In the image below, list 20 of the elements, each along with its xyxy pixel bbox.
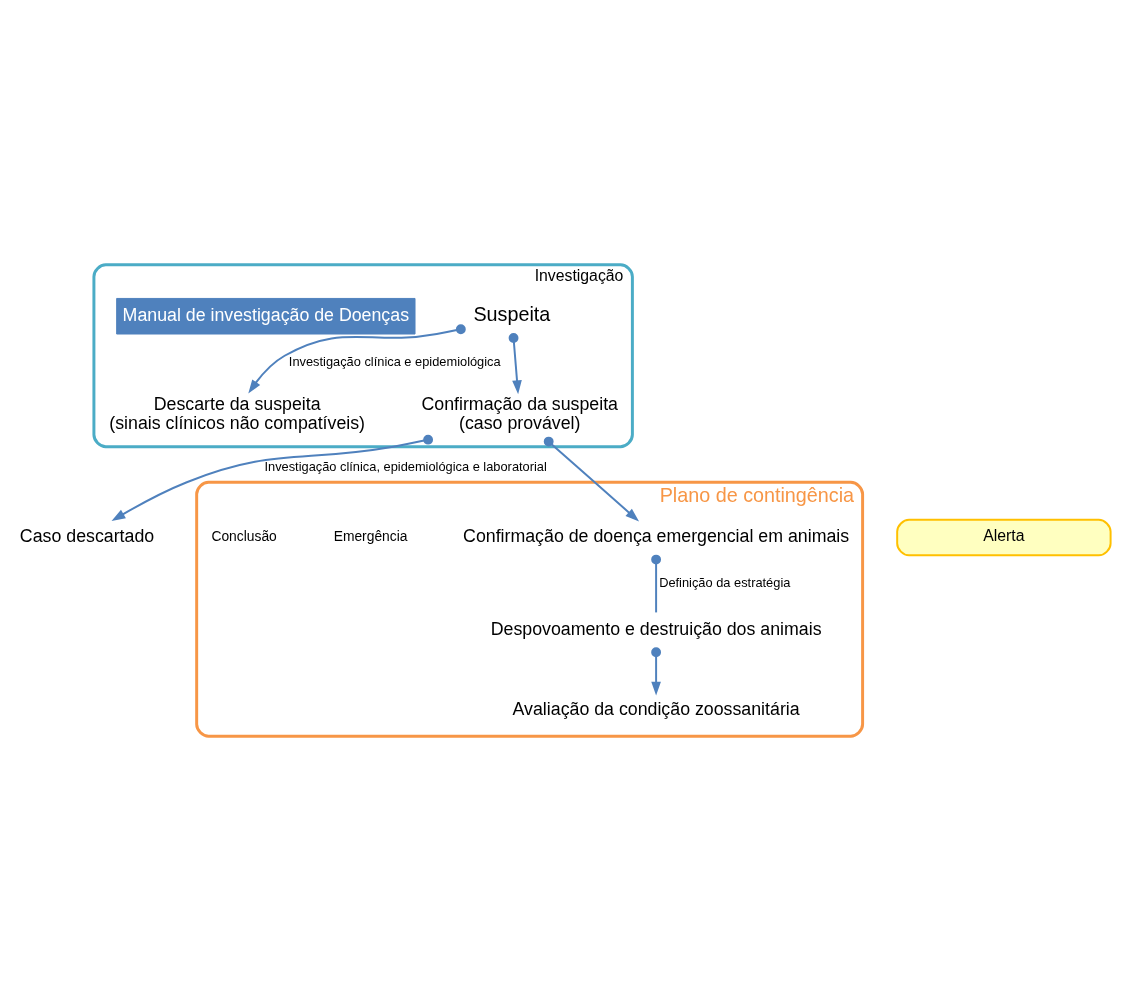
arrow	[508, 333, 522, 395]
node-text: Descarte da suspeita (sinais clínicos não compatíveis)	[109, 393, 366, 434]
node-text: Despovoamento e destruição dos animais	[490, 618, 822, 639]
label: Emergência	[333, 528, 408, 545]
arrow	[111, 434, 434, 522]
node-text: Confirmação de doença emergencial em animais	[463, 525, 850, 546]
node-box: Alerta	[896, 518, 1112, 557]
arrow	[651, 647, 662, 696]
node-text: Avaliação da condição zoossanitária	[512, 698, 800, 719]
label: Conclusão	[211, 528, 277, 545]
node-text: Caso descartado	[19, 525, 155, 546]
connector	[651, 554, 662, 614]
arrow	[543, 436, 640, 522]
edge-label: Investigação clínica, epidemiológica e laboratorial	[264, 458, 547, 474]
arrow	[248, 324, 466, 394]
node-text: Suspeita	[473, 303, 551, 326]
edge-label: Definição da estratégia	[659, 575, 791, 591]
edge-label: Investigação clínica e epidemiológica	[288, 354, 501, 370]
node-text: Confirmação da suspeita (caso provável)	[421, 393, 619, 434]
node-box: Manual de investigação de Doenças	[116, 297, 416, 335]
